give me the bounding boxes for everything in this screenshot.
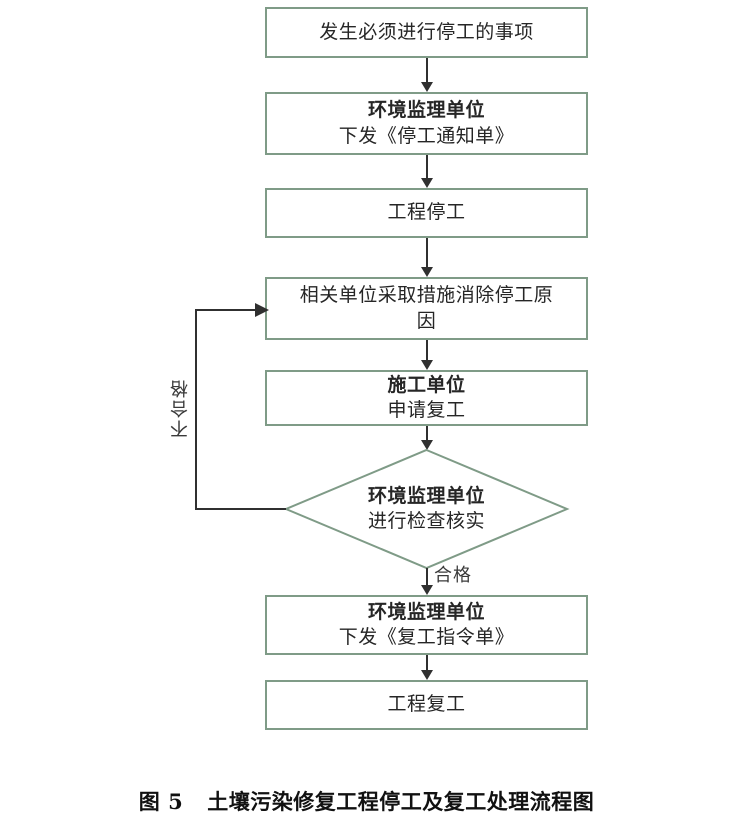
- connector-stem: [426, 568, 428, 585]
- connector-stem: [426, 155, 428, 178]
- connector-stem: [426, 426, 428, 440]
- node-line: 下发《停工通知单》: [338, 124, 515, 147]
- connector-stem: [426, 655, 428, 670]
- arrow-head-icon: [421, 440, 433, 450]
- node-inspection-verification: 环境监理单位 进行检查核实: [283, 448, 570, 570]
- figure-number: 图 5: [138, 789, 184, 814]
- node-line: 环境监理单位: [367, 600, 485, 623]
- node-line: 工程复工: [387, 693, 466, 716]
- arrow-head-icon: [421, 267, 433, 277]
- node-line: 施工单位: [387, 373, 466, 396]
- node-issue-stop-work-notice: 环境监理单位 下发《停工通知单》: [265, 92, 588, 155]
- arrow-head-icon: [421, 178, 433, 188]
- figure-caption: 图 5 土壤污染修复工程停工及复工处理流程图: [0, 786, 733, 816]
- connector-stem: [426, 340, 428, 360]
- edge-label-pass: 合格: [434, 565, 472, 586]
- node-issue-resume-order: 环境监理单位 下发《复工指令单》: [265, 595, 588, 655]
- connector-stem: [426, 58, 428, 82]
- node-line: 环境监理单位: [367, 99, 485, 122]
- node-line: 发生必须进行停工的事项: [319, 20, 534, 43]
- node-project-resumed: 工程复工: [265, 680, 588, 730]
- arrow-head-icon: [421, 585, 433, 595]
- node-line: 因: [416, 309, 437, 332]
- diamond-shape-icon: [283, 448, 570, 570]
- arrow-head-icon: [421, 360, 433, 370]
- arrow-head-icon: [421, 670, 433, 680]
- node-line: 相关单位采取措施消除停工原: [299, 284, 554, 307]
- node-trigger-event: 发生必须进行停工的事项: [265, 7, 588, 58]
- node-remove-stop-cause: 相关单位采取措施消除停工原 因: [265, 277, 588, 340]
- arrow-head-icon: [421, 82, 433, 92]
- figure-title: 土壤污染修复工程停工及复工处理流程图: [207, 789, 595, 814]
- node-line: 申请复工: [387, 399, 466, 421]
- node-line: 下发《复工指令单》: [338, 626, 515, 648]
- node-apply-resume-work: 施工单位 申请复工: [265, 370, 588, 426]
- connector-stem: [426, 238, 428, 267]
- edge-label-fail: 不合格: [170, 378, 191, 438]
- node-project-stopped: 工程停工: [265, 188, 588, 238]
- node-line: 工程停工: [387, 201, 466, 224]
